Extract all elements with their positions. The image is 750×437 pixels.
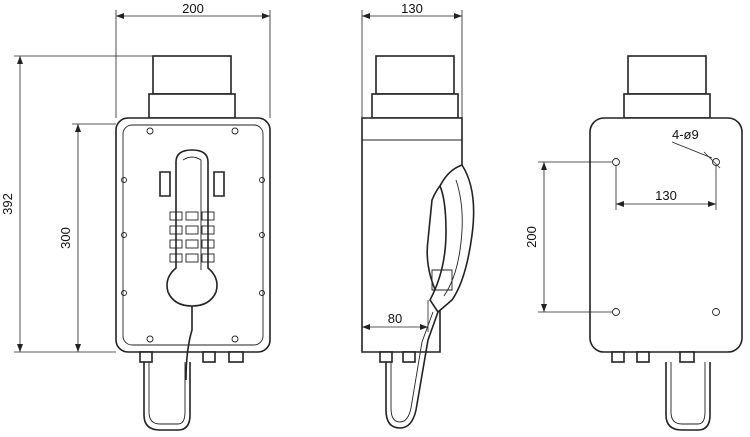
dim-front-width: 200 bbox=[182, 1, 204, 16]
dim-rear-hole-spacing-v: 200 bbox=[524, 226, 539, 248]
front-handset bbox=[166, 149, 218, 307]
dim-side-bottom: 80 bbox=[388, 311, 402, 326]
dim-front-overall-height: 392 bbox=[0, 193, 15, 215]
front-cord bbox=[185, 306, 193, 381]
side-cable-glands bbox=[379, 351, 416, 363]
front-panel-inset bbox=[122, 124, 264, 346]
side-beacon-light bbox=[375, 55, 455, 95]
front-cable-glands bbox=[139, 351, 244, 363]
side-view: 130 80 bbox=[361, 1, 475, 429]
front-handset-edge bbox=[182, 156, 202, 270]
front-keypad bbox=[169, 211, 215, 263]
side-beacon-base bbox=[371, 93, 459, 119]
front-cradle-hooks bbox=[159, 171, 225, 197]
rear-mounting-holes bbox=[612, 158, 720, 316]
rear-housing bbox=[589, 117, 743, 353]
rear-beacon-base bbox=[623, 93, 711, 119]
side-armoured-cable bbox=[385, 311, 439, 429]
dim-side-depth: 130 bbox=[401, 1, 423, 16]
rear-beacon-light bbox=[627, 55, 707, 95]
side-handset bbox=[429, 164, 475, 314]
front-armoured-cable bbox=[143, 362, 191, 431]
front-view: 200 392 300 bbox=[0, 1, 271, 431]
dim-front-body-height: 300 bbox=[58, 227, 73, 249]
front-screws bbox=[121, 127, 265, 343]
rear-view: 4-ø9 130 200 bbox=[524, 55, 743, 431]
front-beacon-light bbox=[152, 55, 232, 95]
dim-rear-hole-spec: 4-ø9 bbox=[672, 127, 699, 142]
rear-armoured-cable bbox=[665, 362, 711, 431]
dim-rear-hole-spacing-h: 130 bbox=[655, 188, 677, 203]
front-beacon-base bbox=[148, 93, 236, 119]
rear-cable-glands bbox=[611, 351, 695, 363]
